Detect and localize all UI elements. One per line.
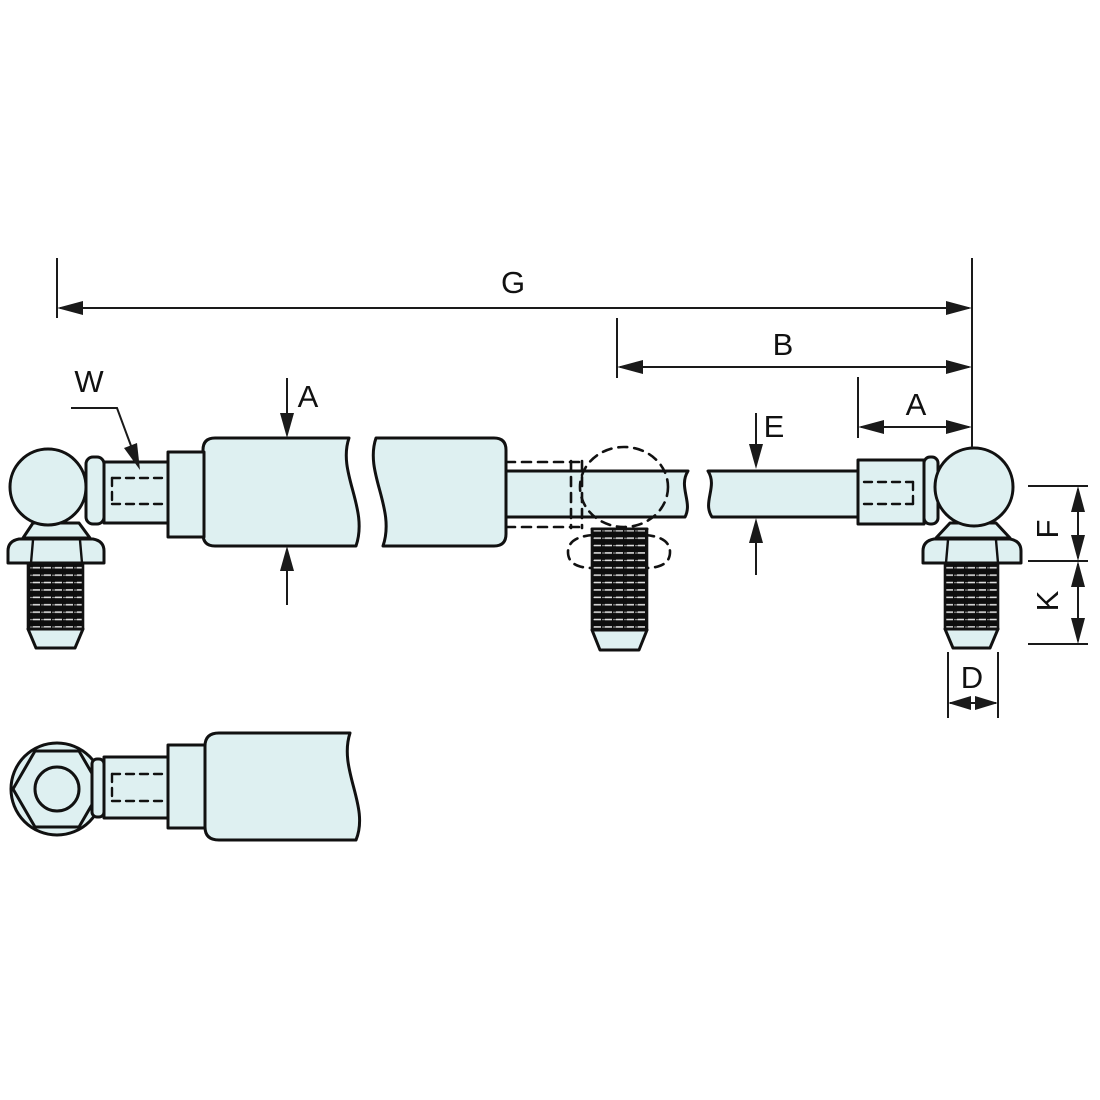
- threaded-stud-left: [26, 561, 85, 650]
- threaded-stud-middle: [590, 527, 649, 652]
- ball-socket-left: [6, 447, 206, 650]
- cylinder-left-section: [201, 436, 361, 548]
- dimension-F-K: [1028, 485, 1088, 645]
- stud-right-tip: [943, 627, 1000, 650]
- arrowhead: [948, 696, 971, 710]
- internal-thread-right: [862, 480, 915, 506]
- cylinder-cap-section: [371, 436, 508, 548]
- ball-right: [933, 446, 1015, 528]
- internal-thread-left: [110, 476, 168, 506]
- socket-ball-hole: [33, 765, 81, 813]
- arrowhead: [1071, 486, 1085, 512]
- arrowhead: [749, 444, 763, 469]
- dimension-A-right: [857, 377, 972, 438]
- piston-rod: [503, 469, 862, 519]
- stud-right-threads: [943, 561, 1000, 631]
- phantom-ball-circle: [578, 445, 670, 529]
- detail-cylinder: [203, 731, 362, 842]
- detail-internal-thread: [110, 772, 168, 803]
- arrowhead: [858, 420, 884, 434]
- arrowhead: [1071, 535, 1085, 561]
- dimension-G: [56, 258, 973, 448]
- dimensions: [56, 258, 1088, 718]
- label-E: E: [764, 409, 785, 444]
- arrowhead: [124, 443, 140, 470]
- dimension-labels: G B A A W E F K D: [74, 265, 1065, 695]
- label-G: G: [501, 265, 525, 300]
- label-W: W: [74, 364, 104, 399]
- cylinder-tube: [201, 436, 508, 548]
- detail-sleeve: [102, 755, 170, 820]
- hex-nut-right: [921, 537, 1023, 565]
- stud-middle-tip: [590, 628, 649, 652]
- collar-left: [84, 455, 106, 526]
- dimension-D: [947, 652, 999, 718]
- ball-left: [8, 447, 88, 527]
- hex-nut-left: [6, 537, 106, 565]
- stud-left-tip: [26, 627, 85, 650]
- label-K: K: [1030, 590, 1065, 611]
- dimension-W-leader: [71, 407, 140, 470]
- threaded-sleeve-left: [102, 460, 170, 525]
- detail-step-block: [166, 743, 207, 830]
- arrowhead: [280, 546, 294, 571]
- detail-collar: [90, 757, 106, 819]
- dimension-E: [749, 413, 763, 575]
- step-block-left: [166, 450, 206, 539]
- label-B: B: [773, 327, 794, 362]
- phantom-hex-left-ear: [566, 533, 595, 570]
- arrowhead: [280, 413, 294, 438]
- arrowhead: [946, 420, 972, 434]
- end-fitting-detail-view: [9, 731, 362, 842]
- dimension-B: [616, 318, 972, 378]
- arrowhead: [1071, 618, 1085, 644]
- arrowhead: [749, 518, 763, 543]
- stud-middle-threads: [590, 527, 649, 632]
- rod-end-block-right: [856, 458, 926, 526]
- main-view: [6, 436, 1023, 652]
- arrowhead: [617, 360, 643, 374]
- label-F: F: [1030, 520, 1065, 539]
- arrowhead: [1071, 561, 1085, 587]
- label-A-right: A: [906, 387, 927, 422]
- label-D: D: [961, 660, 983, 695]
- ball-socket-right: [856, 446, 1023, 650]
- stud-left-threads: [26, 561, 85, 631]
- arrowhead: [975, 696, 998, 710]
- phantom-hex-right-ear: [643, 533, 672, 570]
- arrowhead: [946, 301, 972, 315]
- dimension-A-left: [280, 378, 294, 605]
- arrowhead: [57, 301, 83, 315]
- piston-rod-right-section: [706, 469, 862, 519]
- threaded-stud-right: [943, 561, 1000, 650]
- phantom-ball-socket-outline: [504, 445, 672, 570]
- label-A-left: A: [298, 379, 319, 414]
- arrowhead: [946, 360, 972, 374]
- piston-rod-left-section: [503, 469, 690, 519]
